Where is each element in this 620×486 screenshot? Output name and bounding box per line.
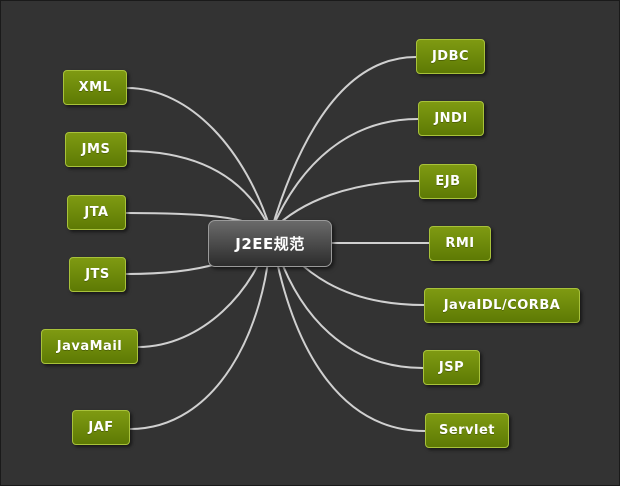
node-jms[interactable]: JMS [65,132,127,167]
node-javamail[interactable]: JavaMail [41,329,138,364]
node-xml[interactable]: XML [63,70,127,105]
node-label: JNDI [434,111,468,126]
connector-jaf [129,230,272,430]
connector-servlet [270,230,426,432]
central-node-j2ee[interactable]: J2EE规范 [208,220,332,267]
node-jts[interactable]: JTS [69,257,126,292]
node-rmi[interactable]: RMI [429,226,491,261]
node-label: JMS [81,142,111,157]
central-node-label: J2EE规范 [235,235,305,253]
connector-jms [126,150,272,232]
node-label: JTA [84,205,109,220]
node-servlet[interactable]: Servlet [425,413,509,448]
node-jsp[interactable]: JSP [423,350,480,385]
node-label: EJB [435,174,461,189]
connector-xml [126,87,272,232]
node-ejb[interactable]: EJB [419,164,477,199]
node-label: JavaIDL/CORBA [443,298,561,313]
node-jdbc[interactable]: JDBC [416,39,485,74]
node-javaidl-corba[interactable]: JavaIDL/CORBA [424,288,580,323]
node-label: JSP [438,360,465,375]
node-label: JAF [88,420,114,435]
node-label: JavaMail [56,339,123,354]
node-jndi[interactable]: JNDI [418,101,484,136]
connector-jndi [270,118,419,232]
node-jaf[interactable]: JAF [72,410,130,445]
node-label: JTS [85,267,110,282]
connector-jdbc [270,56,417,232]
node-label: XML [78,80,112,95]
node-label: RMI [445,236,475,251]
node-label: Servlet [438,423,496,438]
node-jta[interactable]: JTA [67,195,126,230]
node-label: JDBC [431,49,470,64]
